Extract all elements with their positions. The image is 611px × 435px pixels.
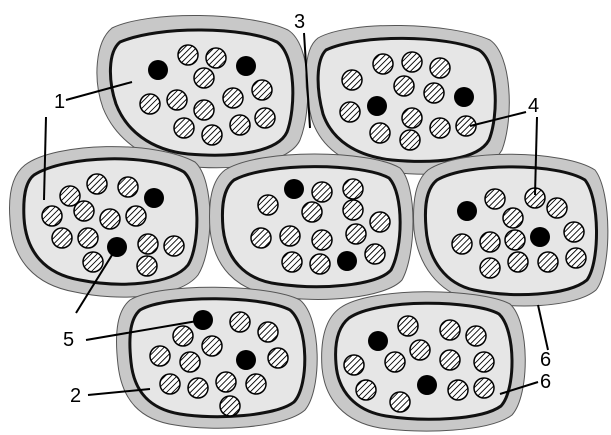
label-5: 5 xyxy=(63,329,74,351)
bundle-cell-bottom-left xyxy=(117,287,318,428)
bundle-cell-center xyxy=(210,154,413,299)
label-6-right: 6 xyxy=(540,349,551,371)
bundle-cell-top-left xyxy=(97,15,308,167)
label-2: 2 xyxy=(70,385,81,407)
bundle-cell-top-right xyxy=(306,25,509,174)
leader-6-right xyxy=(538,305,548,350)
label-6-bottom: 6 xyxy=(540,371,551,393)
label-3: 3 xyxy=(294,11,305,33)
bundle-cell-bottom-right xyxy=(322,292,526,431)
label-4: 4 xyxy=(528,95,539,117)
bundle-cell-middle-left xyxy=(10,147,210,298)
bundle-cell-middle-right xyxy=(414,154,608,306)
label-1-top: 1 xyxy=(54,91,65,113)
